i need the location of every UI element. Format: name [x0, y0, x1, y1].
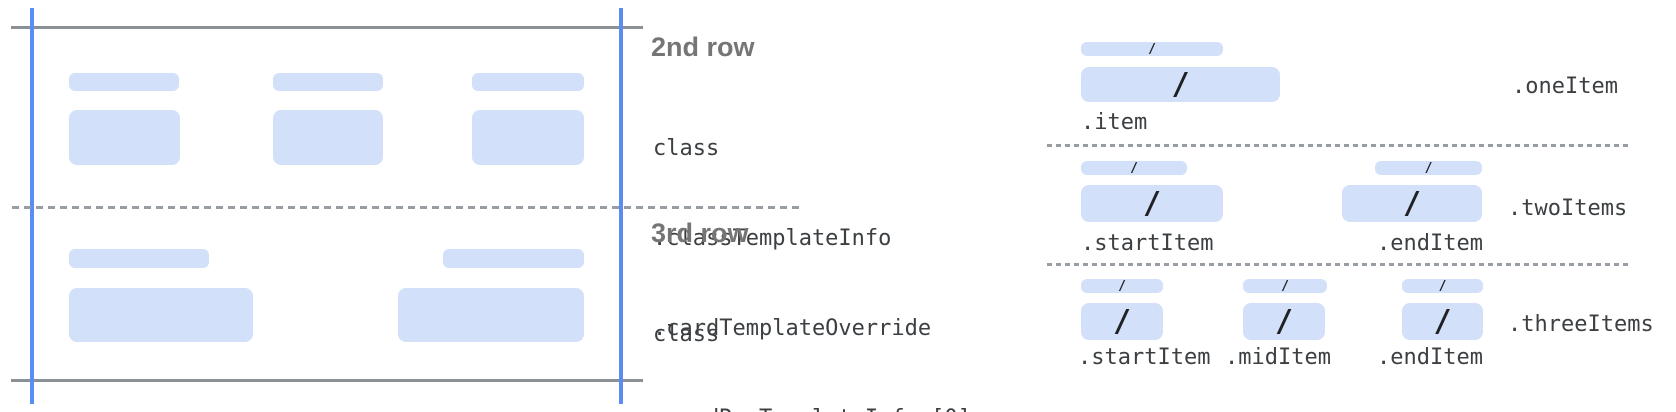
two-items-end-label-pill: /	[1375, 161, 1482, 175]
slash-icon: /	[1438, 278, 1447, 294]
row3-col1-label-pill	[69, 249, 209, 268]
two-items-start-value-pill: /	[1081, 185, 1223, 222]
three-items-mid-value-pill: /	[1243, 303, 1325, 340]
slash-icon: /	[1171, 66, 1190, 102]
row-2-class-path: class .classTemplateInfo .cardTemplateOv…	[653, 74, 971, 412]
three-items-start-label-pill: /	[1081, 279, 1163, 293]
two-items-start-label-pill: /	[1081, 161, 1187, 175]
one-item-group-label: .oneItem	[1512, 74, 1618, 99]
code-line: class	[653, 322, 720, 347]
three-items-group-label: .threeItems	[1508, 312, 1654, 337]
row3-col2-label-pill	[443, 249, 584, 268]
row2-col2-label-pill	[273, 73, 383, 91]
card-bottom-border	[11, 379, 643, 382]
row-2-heading: 2nd row	[651, 32, 755, 62]
row2-col3-value-pill	[472, 110, 584, 165]
card-row-divider	[12, 206, 800, 209]
items-divider	[1047, 144, 1630, 147]
code-line: .classTemplateInfo	[653, 226, 892, 251]
slash-icon: /	[1402, 185, 1422, 221]
end-item-label: .endItem	[1377, 345, 1483, 370]
three-items-end-value-pill: /	[1402, 303, 1483, 340]
slash-icon: /	[1112, 303, 1132, 339]
row-3-class-path: class .classTemplateInfo .cardTemplateOv…	[653, 260, 971, 412]
row2-col1-label-pill	[69, 73, 179, 91]
one-item-value-pill: /	[1081, 67, 1280, 102]
code-line: .cardRowTemplateInfos[0]	[653, 404, 971, 412]
items-divider	[1047, 263, 1630, 266]
slash-icon: /	[1142, 185, 1162, 221]
one-item-label-pill: /	[1081, 42, 1223, 56]
slash-icon: /	[1281, 278, 1289, 294]
row2-col2-value-pill	[273, 110, 383, 165]
card-top-border	[11, 26, 643, 29]
slash-icon: /	[1424, 160, 1433, 176]
code-line: class	[653, 136, 720, 161]
three-items-end-label-pill: /	[1402, 279, 1483, 293]
start-item-label: .startItem	[1078, 345, 1211, 370]
row2-col1-value-pill	[69, 110, 180, 165]
slash-icon: /	[1274, 303, 1294, 339]
mid-item-label: .midItem	[1225, 345, 1331, 370]
row-3-heading: 3rd row	[651, 218, 749, 248]
row3-col2-value-pill	[398, 288, 584, 342]
slash-icon: /	[1433, 303, 1452, 339]
two-items-group-label: .twoItems	[1508, 196, 1628, 221]
three-items-start-value-pill: /	[1081, 303, 1163, 340]
three-items-mid-label-pill: /	[1243, 279, 1327, 293]
start-item-label: .startItem	[1081, 231, 1214, 256]
slash-icon: /	[1148, 41, 1156, 57]
slash-icon: /	[1130, 160, 1138, 176]
item-label: .item	[1081, 110, 1148, 135]
two-items-end-value-pill: /	[1342, 185, 1482, 222]
end-item-label: .endItem	[1377, 231, 1483, 256]
row2-col3-label-pill	[472, 73, 584, 91]
row3-col1-value-pill	[69, 288, 253, 342]
slash-icon: /	[1118, 278, 1126, 294]
code-line: .cardTemplateOverride	[653, 316, 932, 341]
